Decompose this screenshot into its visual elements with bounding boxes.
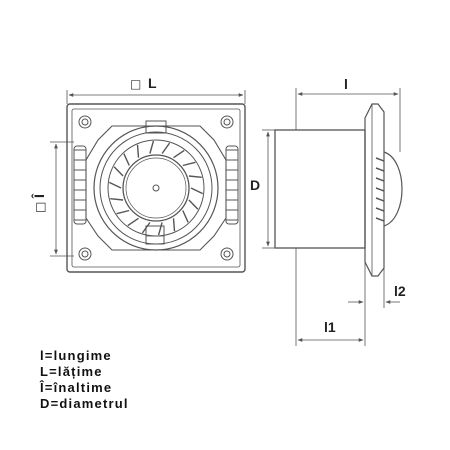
label-l2: l2: [394, 283, 406, 299]
grille-slat: [182, 210, 189, 223]
grille-dome: [383, 151, 403, 227]
grille-slat: [188, 199, 199, 210]
dimension-I-height: [50, 141, 74, 257]
grille-ring-mid: [99, 131, 213, 245]
bottom-tab: [145, 225, 165, 245]
hub-center-dot: [152, 184, 160, 192]
grille-slat: [127, 217, 139, 227]
grille-slat: [108, 181, 122, 189]
square-symbol-I: □: [33, 202, 47, 213]
label-l: l: [344, 76, 348, 92]
right-ribs: [225, 145, 239, 225]
side-view: [274, 103, 403, 277]
fan-hub-inner: [125, 157, 187, 219]
grille-slat: [149, 140, 155, 154]
side-slats: [375, 157, 385, 222]
legend: l=lungime L=lățime Î=înaltime D=diametru…: [40, 348, 129, 412]
grille-slat: [110, 198, 124, 201]
left-ribs: [73, 145, 87, 225]
grille-slat: [116, 209, 130, 215]
front-plate-inner: [71, 108, 241, 268]
fan-frame: [85, 125, 227, 251]
dimension-l: [295, 88, 401, 152]
dimension-L: [66, 90, 246, 104]
legend-item: L=lățime: [40, 364, 103, 379]
label-l1: l1: [324, 319, 336, 335]
legend-item: D=diametrul: [40, 396, 129, 411]
square-symbol-L: □: [130, 77, 141, 91]
grille-slat: [157, 222, 163, 236]
label-D: D: [250, 177, 260, 193]
dimension-l2: [348, 262, 400, 308]
grille-slat: [113, 166, 124, 177]
grille-slat: [190, 187, 204, 195]
grille-slat: [173, 149, 185, 159]
top-tab: [145, 120, 167, 134]
front-plate-outer: [66, 103, 246, 273]
dimension-D: [262, 129, 275, 249]
grille-ring-outer: [93, 125, 219, 251]
duct-body: [274, 129, 366, 249]
grille-slat: [172, 218, 176, 232]
dimension-l1: [295, 248, 366, 346]
legend-item: Î=înaltime: [40, 380, 113, 395]
legend-item: l=lungime: [40, 348, 112, 363]
grille-slat: [161, 142, 171, 154]
screw-holes: [78, 115, 234, 261]
grille-slat: [188, 175, 202, 178]
grille-slat: [136, 144, 140, 158]
label-L: L: [148, 75, 157, 91]
front-view: [66, 103, 246, 273]
grille-slat: [123, 153, 130, 166]
grille-slat: [182, 161, 196, 167]
fan-hub: [122, 154, 190, 222]
grille-slats: [108, 140, 204, 236]
label-I-height: Î: [30, 193, 47, 199]
